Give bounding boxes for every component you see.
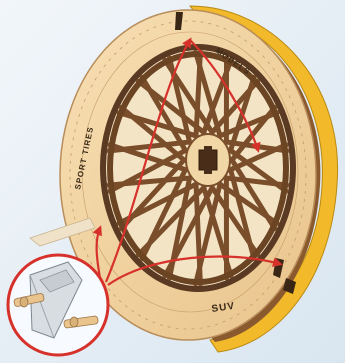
hub (186, 134, 230, 186)
magnifier (8, 255, 108, 355)
